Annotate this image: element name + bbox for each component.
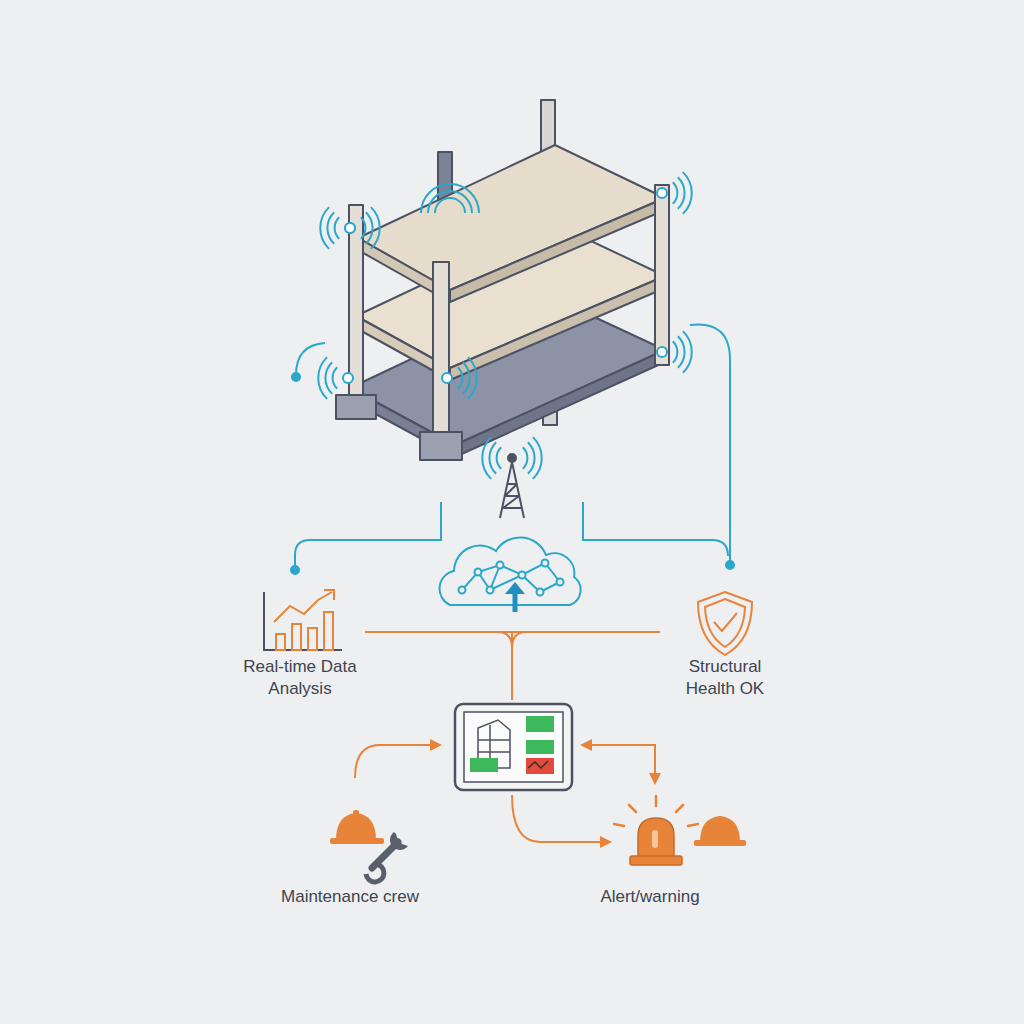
signal-wave <box>333 367 338 389</box>
signal-wave <box>361 217 366 239</box>
signal-wave <box>335 217 340 239</box>
icon-caption: Maintenance crew <box>281 886 419 908</box>
signal-wave <box>435 198 465 213</box>
flow-lines <box>355 632 661 848</box>
signal-wave <box>678 336 685 368</box>
icon-caption-node: Alert/warning <box>565 800 735 914</box>
signal-wave <box>489 442 496 474</box>
signal-wave <box>497 447 502 469</box>
signal-wave <box>325 362 332 394</box>
signal-wave <box>318 357 327 399</box>
signal-wave <box>673 341 678 363</box>
tablet-dashboard <box>455 704 572 790</box>
hardhat-wrench-icon <box>330 810 408 882</box>
icon-caption: Real-time Data Analysis <box>243 656 357 700</box>
siren-hardhat-icon <box>614 796 746 865</box>
signal-wave <box>320 207 329 249</box>
signal-wave <box>683 172 692 214</box>
signal-wave <box>366 212 373 244</box>
signal-wave <box>673 182 678 204</box>
building-frame <box>336 100 669 460</box>
signal-wave <box>468 357 477 399</box>
signal-wave <box>458 367 463 389</box>
chart-icon <box>264 590 342 650</box>
signal-wave <box>683 331 692 373</box>
sensors <box>318 172 692 479</box>
sensor-dot <box>442 373 452 383</box>
signal-wave <box>421 184 479 213</box>
icon-caption: Structural Health OK <box>668 656 782 700</box>
flow-connector <box>365 631 660 633</box>
antenna-tower <box>500 454 524 518</box>
signal-wave <box>533 437 542 479</box>
data-wires <box>291 324 734 574</box>
signal-wave <box>327 212 334 244</box>
sensor-dot <box>345 223 355 233</box>
sensor-dot <box>343 373 353 383</box>
signal-wave <box>678 177 685 209</box>
icon-caption-node: Maintenance crew <box>260 800 440 914</box>
cloud-network <box>440 537 581 612</box>
icon-caption-node: Real-time Data Analysis <box>235 588 365 706</box>
sensor-dot <box>657 347 667 357</box>
signal-wave <box>463 362 470 394</box>
icon-caption: Alert/warning <box>600 886 699 908</box>
sensor-dot <box>345 223 355 233</box>
icon-caption-node: Structural Health OK <box>660 588 790 706</box>
signal-wave <box>523 447 528 469</box>
signal-wave <box>371 207 380 249</box>
shield-icon <box>698 592 752 655</box>
sensor-dot <box>657 188 667 198</box>
signal-wave <box>482 437 491 479</box>
signal-wave <box>528 442 535 474</box>
signal-wave <box>428 191 472 213</box>
